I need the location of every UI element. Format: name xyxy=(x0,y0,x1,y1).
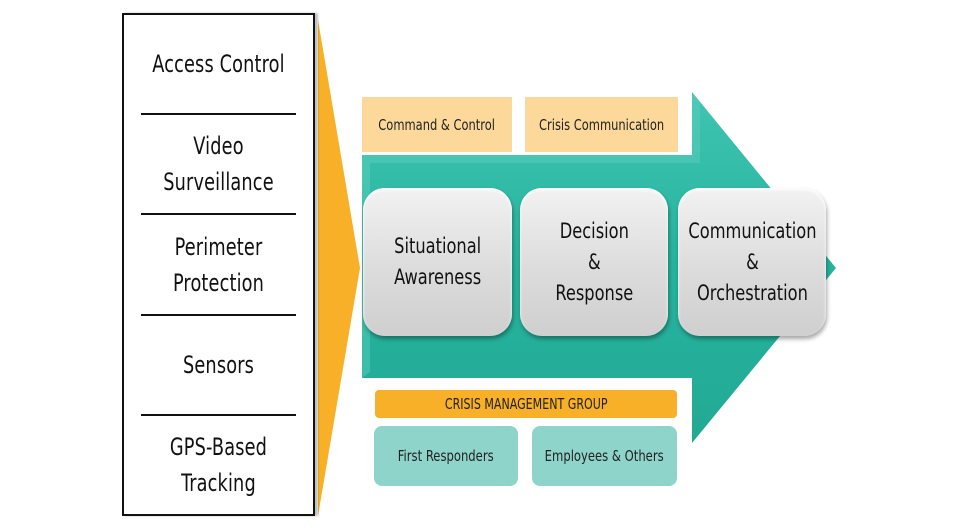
source-access-control: Access Control xyxy=(141,15,296,116)
step-situational-awareness: Situational Awareness xyxy=(363,188,512,336)
crisis-management-group-bar: CRISIS MANAGEMENT GROUP xyxy=(375,390,677,418)
source-perimeter-protection: Perimeter Protection xyxy=(141,215,296,316)
source-gps-tracking: GPS-Based Tracking xyxy=(169,432,268,497)
employees-others-box: Employees & Others xyxy=(532,426,677,486)
source-video-surveillance: Video Surveillance xyxy=(141,115,296,216)
step-decision-response: Decision & Response xyxy=(520,188,668,336)
input-chevron xyxy=(318,20,360,516)
input-sources-stack: Access Control Video Surveillance Perime… xyxy=(122,13,315,516)
command-control-box: Command & Control xyxy=(362,97,512,152)
source-sensors: Sensors xyxy=(141,316,296,416)
first-responders-box: First Responders xyxy=(374,426,518,486)
crisis-communication-box: Crisis Communication xyxy=(525,97,678,152)
step-communication-orchestration: Communication & Orchestration xyxy=(678,188,826,336)
